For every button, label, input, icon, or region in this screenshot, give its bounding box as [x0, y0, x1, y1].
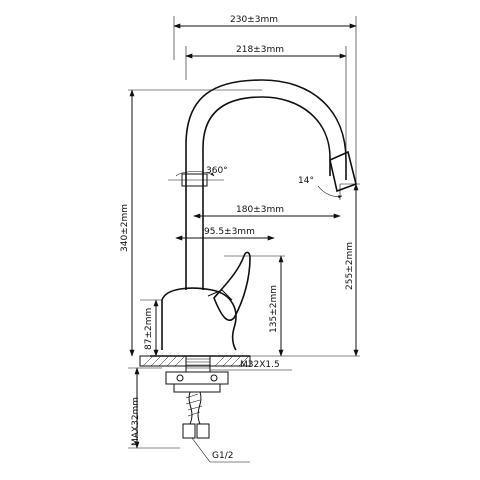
- dimension-outlet-height: 255±2mm: [345, 183, 359, 357]
- handle-base: [207, 289, 233, 301]
- dimension-tilt: 14°: [298, 176, 343, 200]
- dim-swivel: 360°: [206, 166, 228, 176]
- dimension-body-height: 87±2mm: [144, 299, 159, 357]
- dim-handle-height: 135±2mm: [269, 285, 279, 333]
- spout-outer: [185, 79, 347, 290]
- threaded-shank: [185, 355, 211, 373]
- lever-handle: [213, 251, 251, 321]
- supply-hoses: [182, 391, 210, 439]
- hose-fitting-right: [196, 423, 210, 439]
- aerator-tip: [329, 150, 357, 193]
- countertop-hatch: [142, 355, 250, 367]
- dim-max-thickness: MAX32mm: [131, 397, 141, 446]
- dim-hose-thread: G1/2: [212, 451, 233, 461]
- dimension-outlet-reach: 180±3mm: [193, 205, 341, 219]
- dimension-spout-width: 218±3mm: [185, 45, 347, 59]
- faucet-outline: [139, 79, 357, 439]
- dimension-thread: M32X1.5: [210, 360, 292, 371]
- dim-tilt-angle: 14°: [298, 176, 314, 186]
- dim-handle-offset: 95.5±3mm: [204, 227, 255, 237]
- extension-lines: [128, 16, 360, 449]
- dimension-hose-thread: G1/2: [191, 437, 250, 463]
- dim-total-height: 340±2mm: [120, 204, 130, 252]
- countertop: [139, 355, 251, 367]
- mounting-nut: [165, 371, 229, 385]
- dim-thread: M32X1.5: [240, 360, 280, 370]
- dimension-swivel: 360°: [168, 166, 228, 181]
- dim-body-height: 87±2mm: [144, 308, 154, 350]
- dimension-total-width: 230±3mm: [173, 15, 357, 29]
- faucet-body: [161, 287, 237, 351]
- dimension-handle-height: 135±2mm: [269, 255, 284, 357]
- dim-total-width: 230±3mm: [230, 15, 278, 25]
- spout-inner: [202, 96, 331, 290]
- nut-lower: [173, 383, 221, 393]
- dim-outlet-height: 255±2mm: [345, 242, 355, 290]
- dimension-total-height: 340±2mm: [120, 89, 135, 357]
- dimension-handle-offset: 95.5±3mm: [175, 227, 275, 241]
- dim-outlet-reach: 180±3mm: [236, 205, 284, 215]
- dim-spout-width: 218±3mm: [236, 45, 284, 55]
- hose-fitting-left: [182, 423, 196, 439]
- dimension-max-thickness: MAX32mm: [131, 367, 141, 449]
